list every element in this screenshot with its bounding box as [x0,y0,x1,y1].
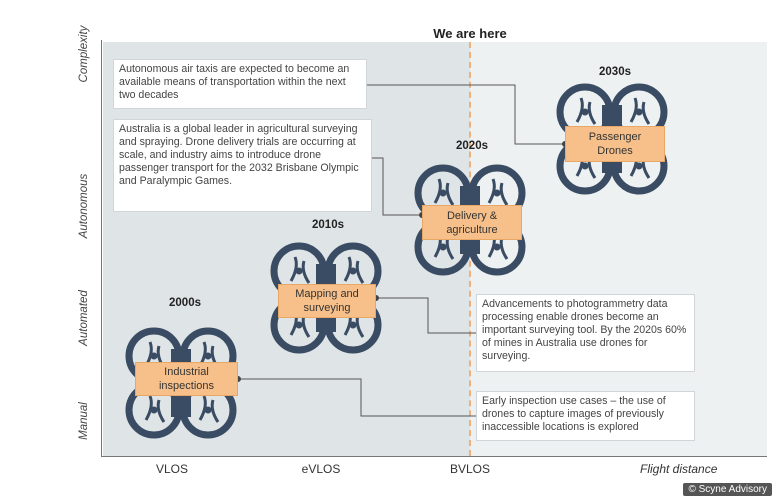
connector-air-taxis [367,84,565,145]
era-2010s: 2010s [312,219,344,231]
note-australia: Australia is a global leader in agricult… [113,119,372,212]
label-industrial-inspections: Industrial inspections [135,362,238,396]
label-passenger-drones: Passenger Drones [565,126,665,162]
x-tick-vlos: VLOS [155,462,189,476]
x-tick-bvlos: BVLOS [449,462,491,476]
label-mapping-surveying: Mapping and surveying [278,284,376,318]
label-text: Mapping and surveying [295,288,359,314]
x-axis-line [101,456,767,457]
x-tick-evlos: eVLOS [301,462,341,476]
connector-australia [372,157,422,216]
note-air-taxis: Autonomous air taxis are expected to bec… [113,59,367,109]
we-are-here-label: We are here [433,26,507,41]
label-delivery-agriculture: Delivery & agriculture [422,205,522,240]
connector-photogrammetry [376,297,476,334]
copyright-credit: © Scyne Advisory [683,483,772,496]
note-inspection: Early inspection use cases – the use of … [476,391,695,441]
label-text: Passenger Drones [588,131,642,157]
era-2030s: 2030s [599,66,631,78]
y-axis-line [101,40,102,456]
label-text: Delivery & agriculture [446,209,498,236]
x-axis-title: Flight distance [640,462,718,476]
connector-inspection [238,378,476,417]
note-photogrammetry: Advancements to photogrammetry data proc… [476,294,695,372]
era-2000s: 2000s [169,297,201,309]
era-2020s: 2020s [456,140,488,152]
label-text: Industrial inspections [158,366,215,392]
